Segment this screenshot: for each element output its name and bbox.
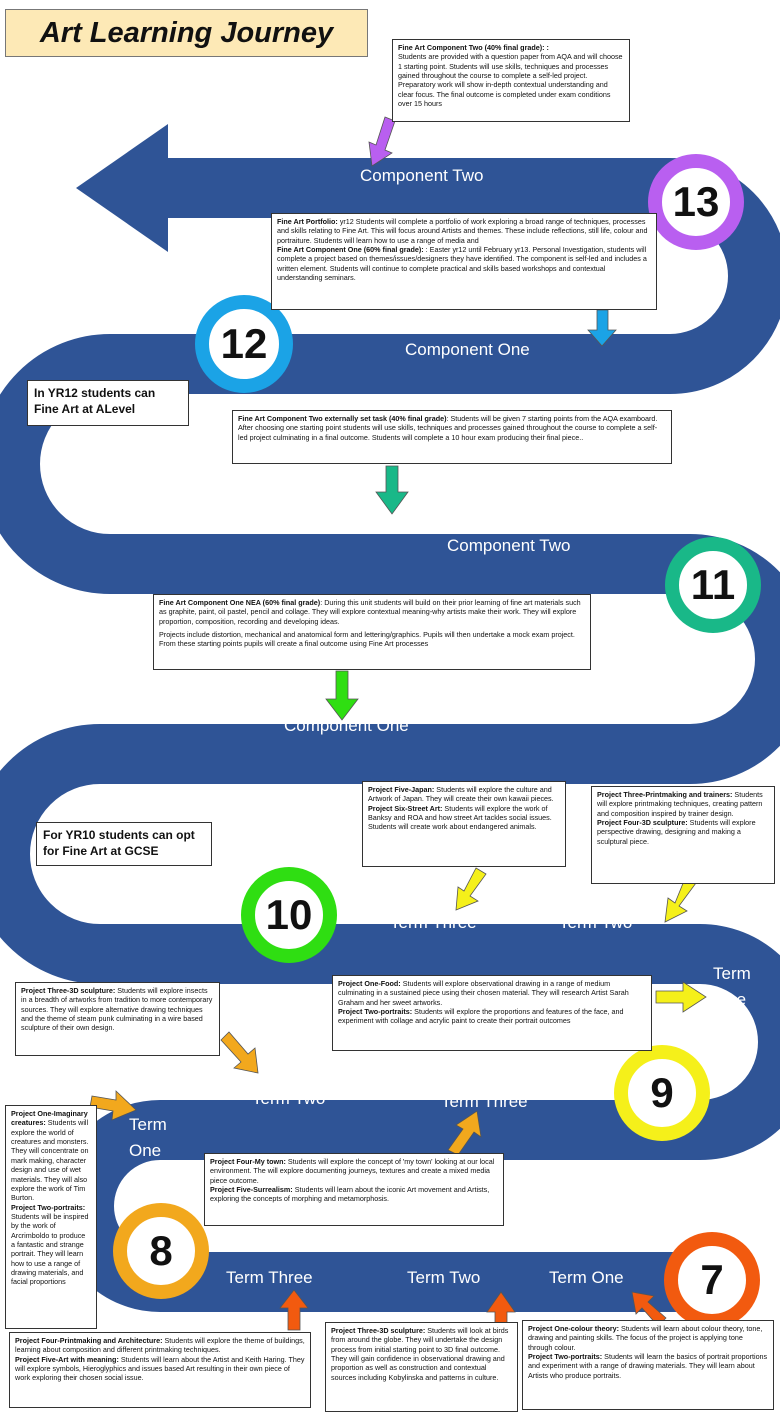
road-arrowhead bbox=[76, 124, 168, 252]
label-component-two-13: Component Two bbox=[360, 166, 484, 185]
info-box-year10-component-one: Fine Art Component One NEA (60% final gr… bbox=[153, 594, 591, 670]
info-text: Students will learn about colour theory,… bbox=[528, 1324, 763, 1352]
info-text: Students will explore insects in a bread… bbox=[21, 986, 213, 1033]
note-yr12: In YR12 students can Fine Art at ALevel bbox=[27, 380, 189, 426]
info-title: Project Three-3D sculpture: bbox=[21, 986, 116, 995]
label-y7-term-one: Term One bbox=[549, 1268, 624, 1287]
info-text: : Students will be given 7 starting poin… bbox=[238, 414, 658, 442]
info-text: Students will be inspired by the work of… bbox=[11, 1211, 89, 1287]
info-title: Fine Art Component One (60% final grade)… bbox=[277, 245, 424, 255]
label-y10-term-one-a: Term bbox=[713, 964, 751, 983]
info-box-year10-term-two: Project Three-Printmaking and trainers: … bbox=[591, 786, 775, 884]
info-box-year11: Fine Art Component Two externally set ta… bbox=[232, 410, 672, 464]
info-title: Project Four-Printmaking and Architectur… bbox=[15, 1336, 163, 1345]
info-title: Project One-Food: bbox=[338, 979, 401, 988]
info-box-year9-term-three: Project Four-My town: Students will expl… bbox=[204, 1153, 504, 1226]
info-title: Fine Art Component Two (40% final grade)… bbox=[398, 43, 549, 52]
info-title: Project Two-portraits: bbox=[338, 1007, 413, 1017]
label-y10-term-three: Term Three bbox=[390, 913, 477, 932]
label-y9-term-one-a: Term bbox=[129, 1115, 167, 1134]
info-box-year7-term-two: Project Three-3D sculpture: Students wil… bbox=[325, 1322, 518, 1412]
info-box-year10-term-three: Project Five-Japan: Students will explor… bbox=[362, 781, 566, 867]
road-path bbox=[0, 158, 780, 1312]
label-component-two-11: Component Two bbox=[447, 536, 571, 555]
info-text: Students will explore the concept of 'my… bbox=[210, 1157, 495, 1185]
label-component-one-12: Component One bbox=[405, 340, 530, 359]
title-banner: Art Learning Journey bbox=[5, 9, 368, 57]
info-text: Students will learn about the Artist and… bbox=[15, 1354, 305, 1383]
info-text: Students will explore the work of Banksy… bbox=[368, 803, 552, 832]
info-box-year9-term-one: Project One-Imaginary creatures: Student… bbox=[5, 1105, 97, 1329]
arrow-icon bbox=[455, 867, 487, 911]
info-text: Students are provided with a question pa… bbox=[398, 52, 623, 109]
info-title: Project Four-My town: bbox=[210, 1157, 286, 1166]
info-title: Project Five-Japan: bbox=[368, 785, 435, 794]
info-title: Project Four-3D sculpture: bbox=[597, 818, 688, 828]
label-y9-term-three: Term Three bbox=[441, 1092, 528, 1111]
info-title: Project Five-Art with meaning: bbox=[15, 1354, 119, 1364]
info-box-year7-term-one: Project One-colour theory: Students will… bbox=[522, 1320, 774, 1410]
label-y9-term-two: Term Two bbox=[252, 1089, 326, 1108]
info-title: Project Five-Surrealism: bbox=[210, 1185, 293, 1195]
arrow-icon bbox=[664, 875, 697, 923]
label-component-one-10: Component One bbox=[284, 716, 409, 735]
info-title: Project Two-portraits: bbox=[528, 1352, 603, 1362]
label-y7-term-two: Term Two bbox=[407, 1268, 481, 1287]
arrow-icon bbox=[279, 1289, 309, 1331]
info-box-year12: Fine Art Portfolio: yr12 Students will c… bbox=[271, 213, 657, 310]
arrow-icon bbox=[368, 116, 396, 167]
label-y7-term-three: Term Three bbox=[226, 1268, 313, 1287]
arrow-icon bbox=[220, 1031, 259, 1074]
info-title: Project One-colour theory: bbox=[528, 1324, 620, 1333]
arrow-icon bbox=[375, 465, 409, 515]
info-title: Fine Art Component One NEA (60% final gr… bbox=[159, 598, 321, 607]
arrow-icon bbox=[325, 670, 359, 721]
arrow-icon bbox=[655, 981, 707, 1013]
info-text: Students will look at birds from around … bbox=[331, 1326, 509, 1382]
label-y10-term-two: Term Two bbox=[559, 913, 633, 932]
info-text: Students will explore the theme of build… bbox=[15, 1336, 305, 1355]
info-box-year13: Fine Art Component Two (40% final grade)… bbox=[392, 39, 630, 122]
info-text: Students will explore the proportions an… bbox=[338, 1007, 624, 1026]
info-text: Projects include distortion, mechanical … bbox=[159, 630, 575, 649]
info-text: Students will explore perspective drawin… bbox=[597, 818, 756, 846]
info-title: Project Three-3D sculpture: bbox=[331, 1326, 426, 1335]
info-box-year9-term-two: Project Three-3D sculpture: Students wil… bbox=[15, 982, 220, 1056]
label-y9-term-one-b: One bbox=[129, 1141, 162, 1160]
info-title: Project Two-portraits: bbox=[11, 1202, 86, 1212]
info-title: Fine Art Component Two externally set ta… bbox=[238, 414, 447, 423]
badge-year-10: 10 bbox=[241, 867, 337, 963]
info-title: Project Six-Street Art: bbox=[368, 803, 443, 813]
info-text: : During this unit students will build o… bbox=[159, 598, 581, 626]
info-text: yr12 Students will complete a portfolio … bbox=[277, 217, 648, 245]
info-box-year10-term-one: Project One-Food: Students will explore … bbox=[332, 975, 652, 1051]
info-text: : Easter yr12 until February yr13. Perso… bbox=[277, 245, 647, 283]
page-title: Art Learning Journey bbox=[39, 16, 334, 49]
info-text: Students will learn the basics of portra… bbox=[528, 1352, 768, 1380]
info-title: Project Three-Printmaking and trainers: bbox=[597, 790, 733, 799]
arrow-icon bbox=[587, 309, 617, 347]
badge-year-8: 8 bbox=[113, 1203, 209, 1299]
info-title: Fine Art Portfolio: bbox=[277, 217, 338, 226]
badge-year-7: 7 bbox=[664, 1232, 760, 1328]
info-text: Students will explore the culture and Ar… bbox=[368, 785, 554, 804]
arrow-icon bbox=[447, 1110, 482, 1156]
info-text: Students will learn about the iconic Art… bbox=[210, 1185, 490, 1204]
info-title: Project One-Imaginary creatures: bbox=[11, 1109, 88, 1128]
label-y10-term-one-b: One bbox=[714, 990, 747, 1009]
info-text: Students will explore printmaking techni… bbox=[597, 790, 763, 818]
note-yr10: For YR10 students can opt for Fine Art a… bbox=[36, 822, 212, 866]
info-box-year7-term-three: Project Four-Printmaking and Architectur… bbox=[9, 1332, 311, 1408]
info-text: Students will explore observational draw… bbox=[338, 979, 629, 1007]
info-text: Students will explore the world of creat… bbox=[11, 1118, 89, 1203]
